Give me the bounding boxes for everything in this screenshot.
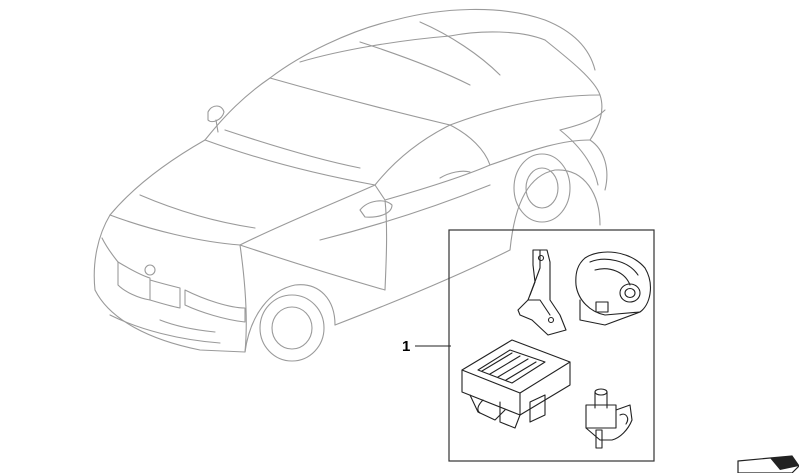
car-outline-illustration: [93, 8, 608, 362]
alarm-siren-part: [575, 251, 651, 326]
callout-1-label: 1: [402, 338, 410, 355]
next-page-arrow-icon[interactable]: [737, 455, 799, 473]
callout-1: 1: [402, 338, 451, 355]
control-unit-part: [461, 339, 571, 429]
bracket-part: [517, 249, 567, 336]
tilt-sensor-part: [585, 388, 633, 449]
